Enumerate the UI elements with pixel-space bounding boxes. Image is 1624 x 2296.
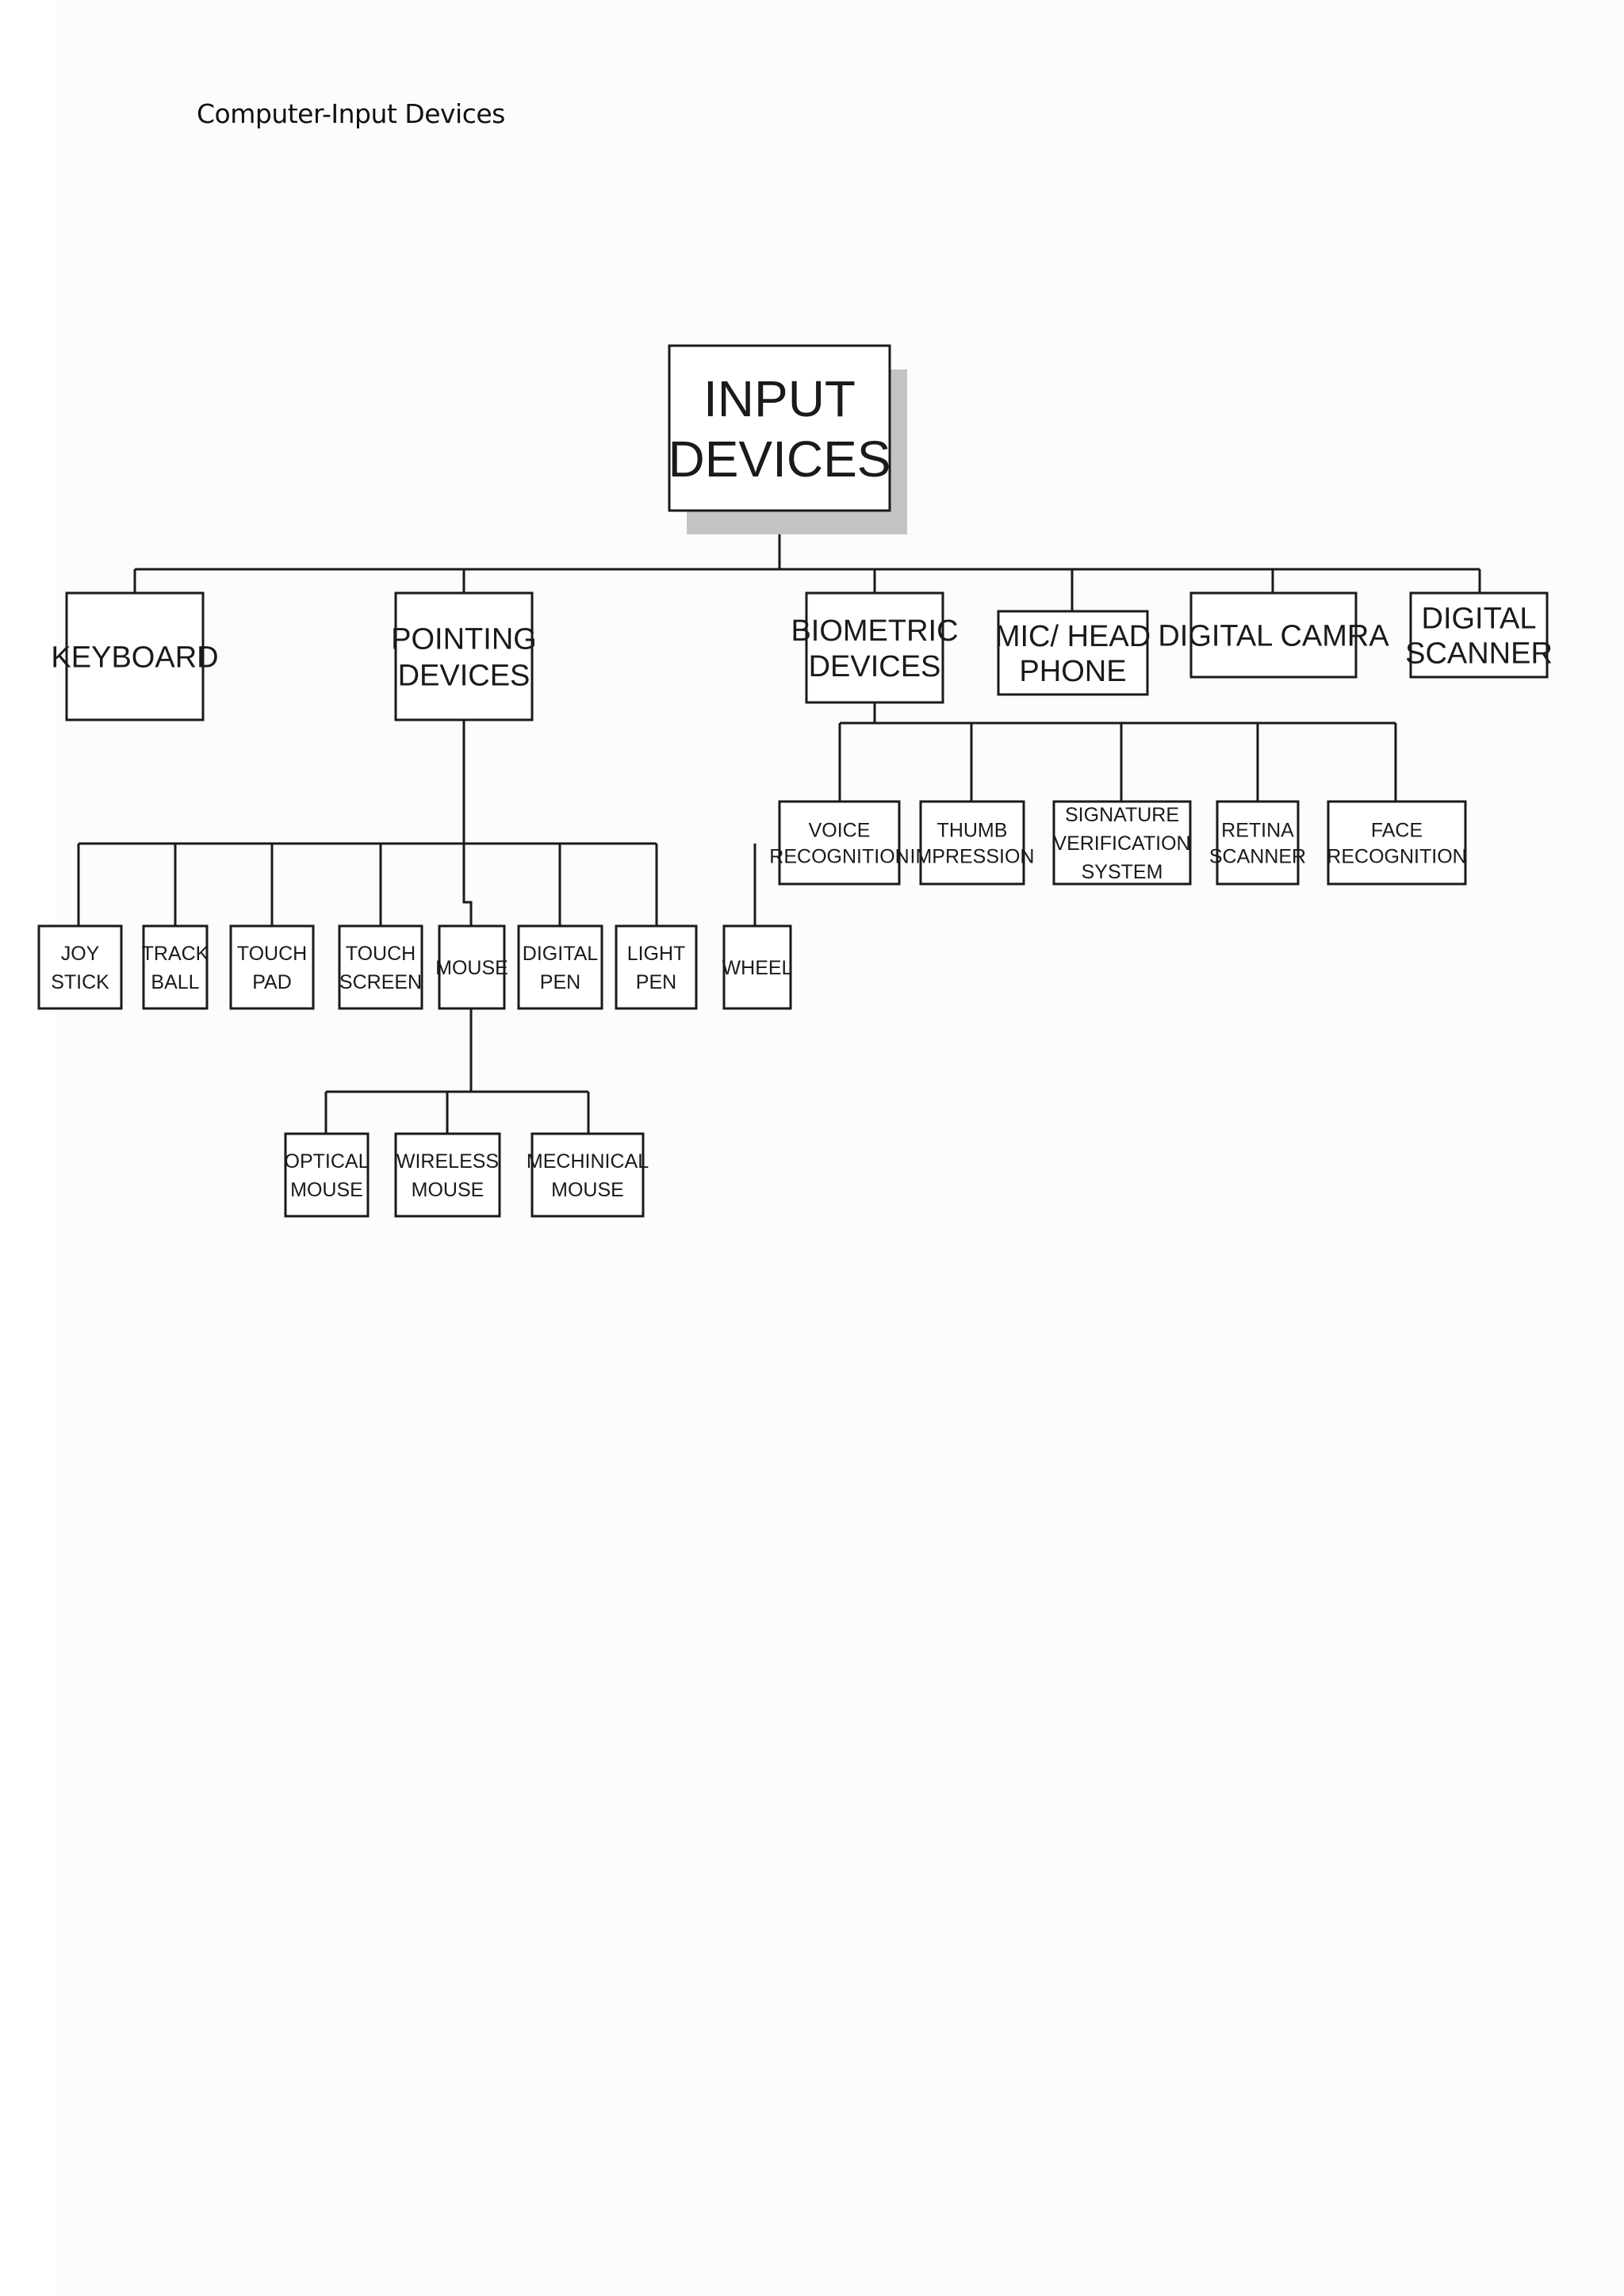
- node-box: [65, 591, 205, 721]
- node-light-pen: LIGHT PEN: [615, 924, 698, 1010]
- node-box: [284, 1132, 370, 1218]
- node-mouse: MOUSE: [435, 924, 508, 1010]
- node-box: [919, 800, 1025, 886]
- node-thumb-impression: THUMB IMPRESSION: [910, 800, 1035, 886]
- node-optical-mouse: OPTICAL MOUSE: [284, 1132, 370, 1218]
- node-box: [229, 924, 315, 1010]
- node-box: [1409, 591, 1549, 679]
- node-keyboard: KEYBOARD: [51, 591, 219, 721]
- node-signature-verification: SIGNATURE VERIFICATION SYSTEM: [1052, 800, 1192, 886]
- node-label-line: PHONE: [1019, 655, 1126, 688]
- connector-root: [133, 511, 1481, 611]
- node-label-line: TOUCH: [237, 943, 307, 965]
- node-label-line: SIGNATURE: [1065, 804, 1179, 826]
- node-touchpad: TOUCH PAD: [229, 924, 315, 1010]
- node-joystick: JOY STICK: [37, 924, 123, 1010]
- node-wheel: WHEEL: [722, 924, 793, 1010]
- node-label-line: TOUCH: [346, 943, 416, 965]
- node-label-line: INPUT: [703, 370, 856, 427]
- node-label-line: VOICE: [809, 820, 871, 842]
- node-box: [530, 1132, 645, 1218]
- node-box: [722, 924, 792, 1010]
- connector-mouse: [324, 1008, 590, 1134]
- node-label-line: STICK: [51, 971, 109, 993]
- node-digital-pen: DIGITAL PEN: [517, 924, 603, 1010]
- node-box: [668, 344, 891, 512]
- node-box: [438, 924, 506, 1010]
- node-box: [394, 1132, 501, 1218]
- node-label-line: PEN: [636, 971, 676, 993]
- node-label-line: BALL: [151, 971, 199, 993]
- node-box: [1189, 591, 1358, 679]
- node-label-line: IMPRESSION: [910, 846, 1035, 868]
- node-label-line: TRACK: [142, 943, 209, 965]
- node-box: [37, 924, 123, 1010]
- node-label-line: SYSTEM: [1082, 861, 1163, 883]
- node-label-line: DEVICES: [398, 660, 530, 693]
- node-box: [517, 924, 603, 1010]
- node-face-recognition: FACE RECOGNITION: [1327, 800, 1467, 886]
- connector-biometric: [838, 702, 1397, 802]
- node-box: [394, 591, 534, 721]
- node-label-line: DIGITAL: [523, 943, 598, 965]
- node-box: [997, 610, 1149, 696]
- node-label-line: DIGITAL: [1422, 603, 1537, 636]
- node-label-line: WHEEL: [722, 957, 793, 979]
- node-label-line: SCREEN: [339, 971, 422, 993]
- node-box: [615, 924, 698, 1010]
- node-label-line: VERIFICATION: [1053, 832, 1190, 855]
- node-label-line: POINTING: [391, 623, 537, 656]
- node-digital-camera: DIGITAL CAMRA: [1158, 591, 1389, 679]
- node-pointing-devices: POINTING DEVICES: [391, 591, 537, 721]
- node-retina-scanner: RETINA SCANNER: [1209, 800, 1306, 886]
- node-label-line: DEVICES: [809, 650, 941, 683]
- node-label-line: FACE: [1371, 820, 1423, 842]
- node-mechanical-mouse: MECHINICAL MOUSE: [527, 1132, 649, 1218]
- node-label-line: MOUSE: [290, 1179, 363, 1201]
- node-label-line: MOUSE: [435, 957, 508, 979]
- node-box: [1327, 800, 1467, 886]
- node-box: [142, 924, 209, 1010]
- node-label-line: DIGITAL CAMRA: [1158, 620, 1389, 653]
- node-label-line: MECHINICAL: [527, 1150, 649, 1173]
- node-label-line: SCANNER: [1405, 637, 1553, 671]
- node-label-line: MOUSE: [551, 1179, 624, 1201]
- node-label-line: RECOGNITION: [1327, 846, 1466, 868]
- node-trackball: TRACK BALL: [142, 924, 209, 1010]
- node-label-line: OPTICAL: [285, 1150, 370, 1173]
- node-label-line: JOY: [61, 943, 100, 965]
- node-label-line: PAD: [252, 971, 292, 993]
- node-label-line: PEN: [540, 971, 580, 993]
- connector-pointing: [77, 720, 756, 926]
- node-label-line: KEYBOARD: [51, 641, 218, 675]
- node-label-line: RETINA: [1221, 820, 1294, 842]
- node-touchscreen: TOUCH SCREEN: [338, 924, 423, 1010]
- node-wireless-mouse: WIRELESS MOUSE: [394, 1132, 501, 1218]
- node-label-line: RECOGNITION: [769, 846, 909, 868]
- node-box: [1216, 800, 1300, 886]
- node-label-line: DEVICES: [668, 430, 891, 488]
- node-voice-recognition: VOICE RECOGNITION: [769, 800, 910, 886]
- nodes: INPUTDEVICESKEYBOARDPOINTINGDEVICESBIOME…: [37, 344, 1553, 1218]
- connectors: [77, 511, 1481, 1134]
- node-label-line: THUMB: [937, 820, 1008, 842]
- node-box: [338, 924, 423, 1010]
- document-title: Computer-Input Devices: [197, 98, 505, 129]
- node-label-line: MIC/ HEAD: [995, 620, 1151, 653]
- node-box: [1052, 800, 1192, 886]
- node-box: [805, 591, 944, 704]
- node-box: [778, 800, 901, 886]
- node-label-line: LIGHT: [627, 943, 686, 965]
- node-label-line: MOUSE: [412, 1179, 485, 1201]
- node-label-line: SCANNER: [1209, 846, 1306, 868]
- node-label-line: WIRELESS: [396, 1150, 499, 1173]
- node-label-line: BIOMETRIC: [791, 614, 958, 648]
